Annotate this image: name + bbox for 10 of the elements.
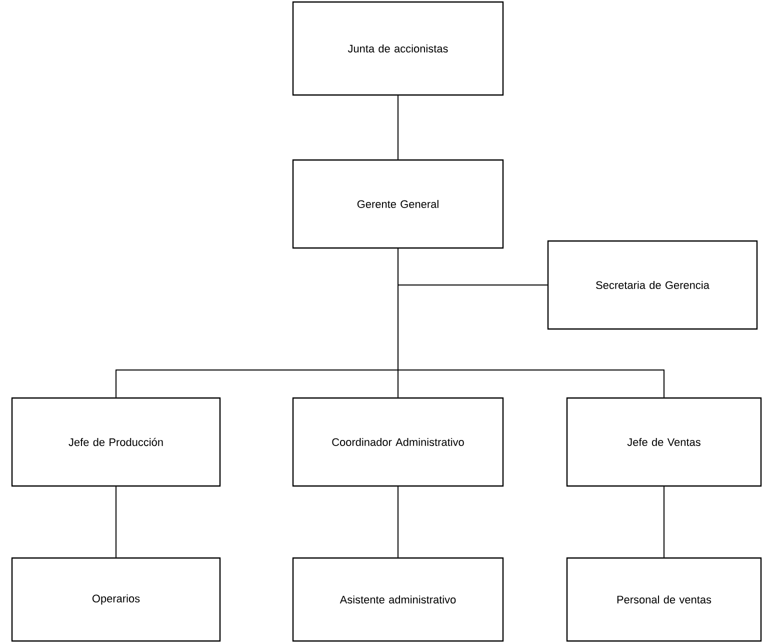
org-box: Personal de ventas — [566, 557, 762, 642]
org-box: Coordinador Administrativo — [292, 397, 504, 487]
org-box: Jefe de Producción — [11, 397, 221, 487]
org-box: Jefe de Ventas — [566, 397, 762, 487]
org-box: Operarios — [11, 557, 221, 642]
org-box: Gerente General — [292, 159, 504, 249]
org-box: Junta de accionistas — [292, 1, 504, 96]
org-box: Secretaria de Gerencia — [547, 240, 758, 330]
org-box: Asistente administrativo — [292, 557, 504, 642]
connector-line — [398, 248, 664, 398]
